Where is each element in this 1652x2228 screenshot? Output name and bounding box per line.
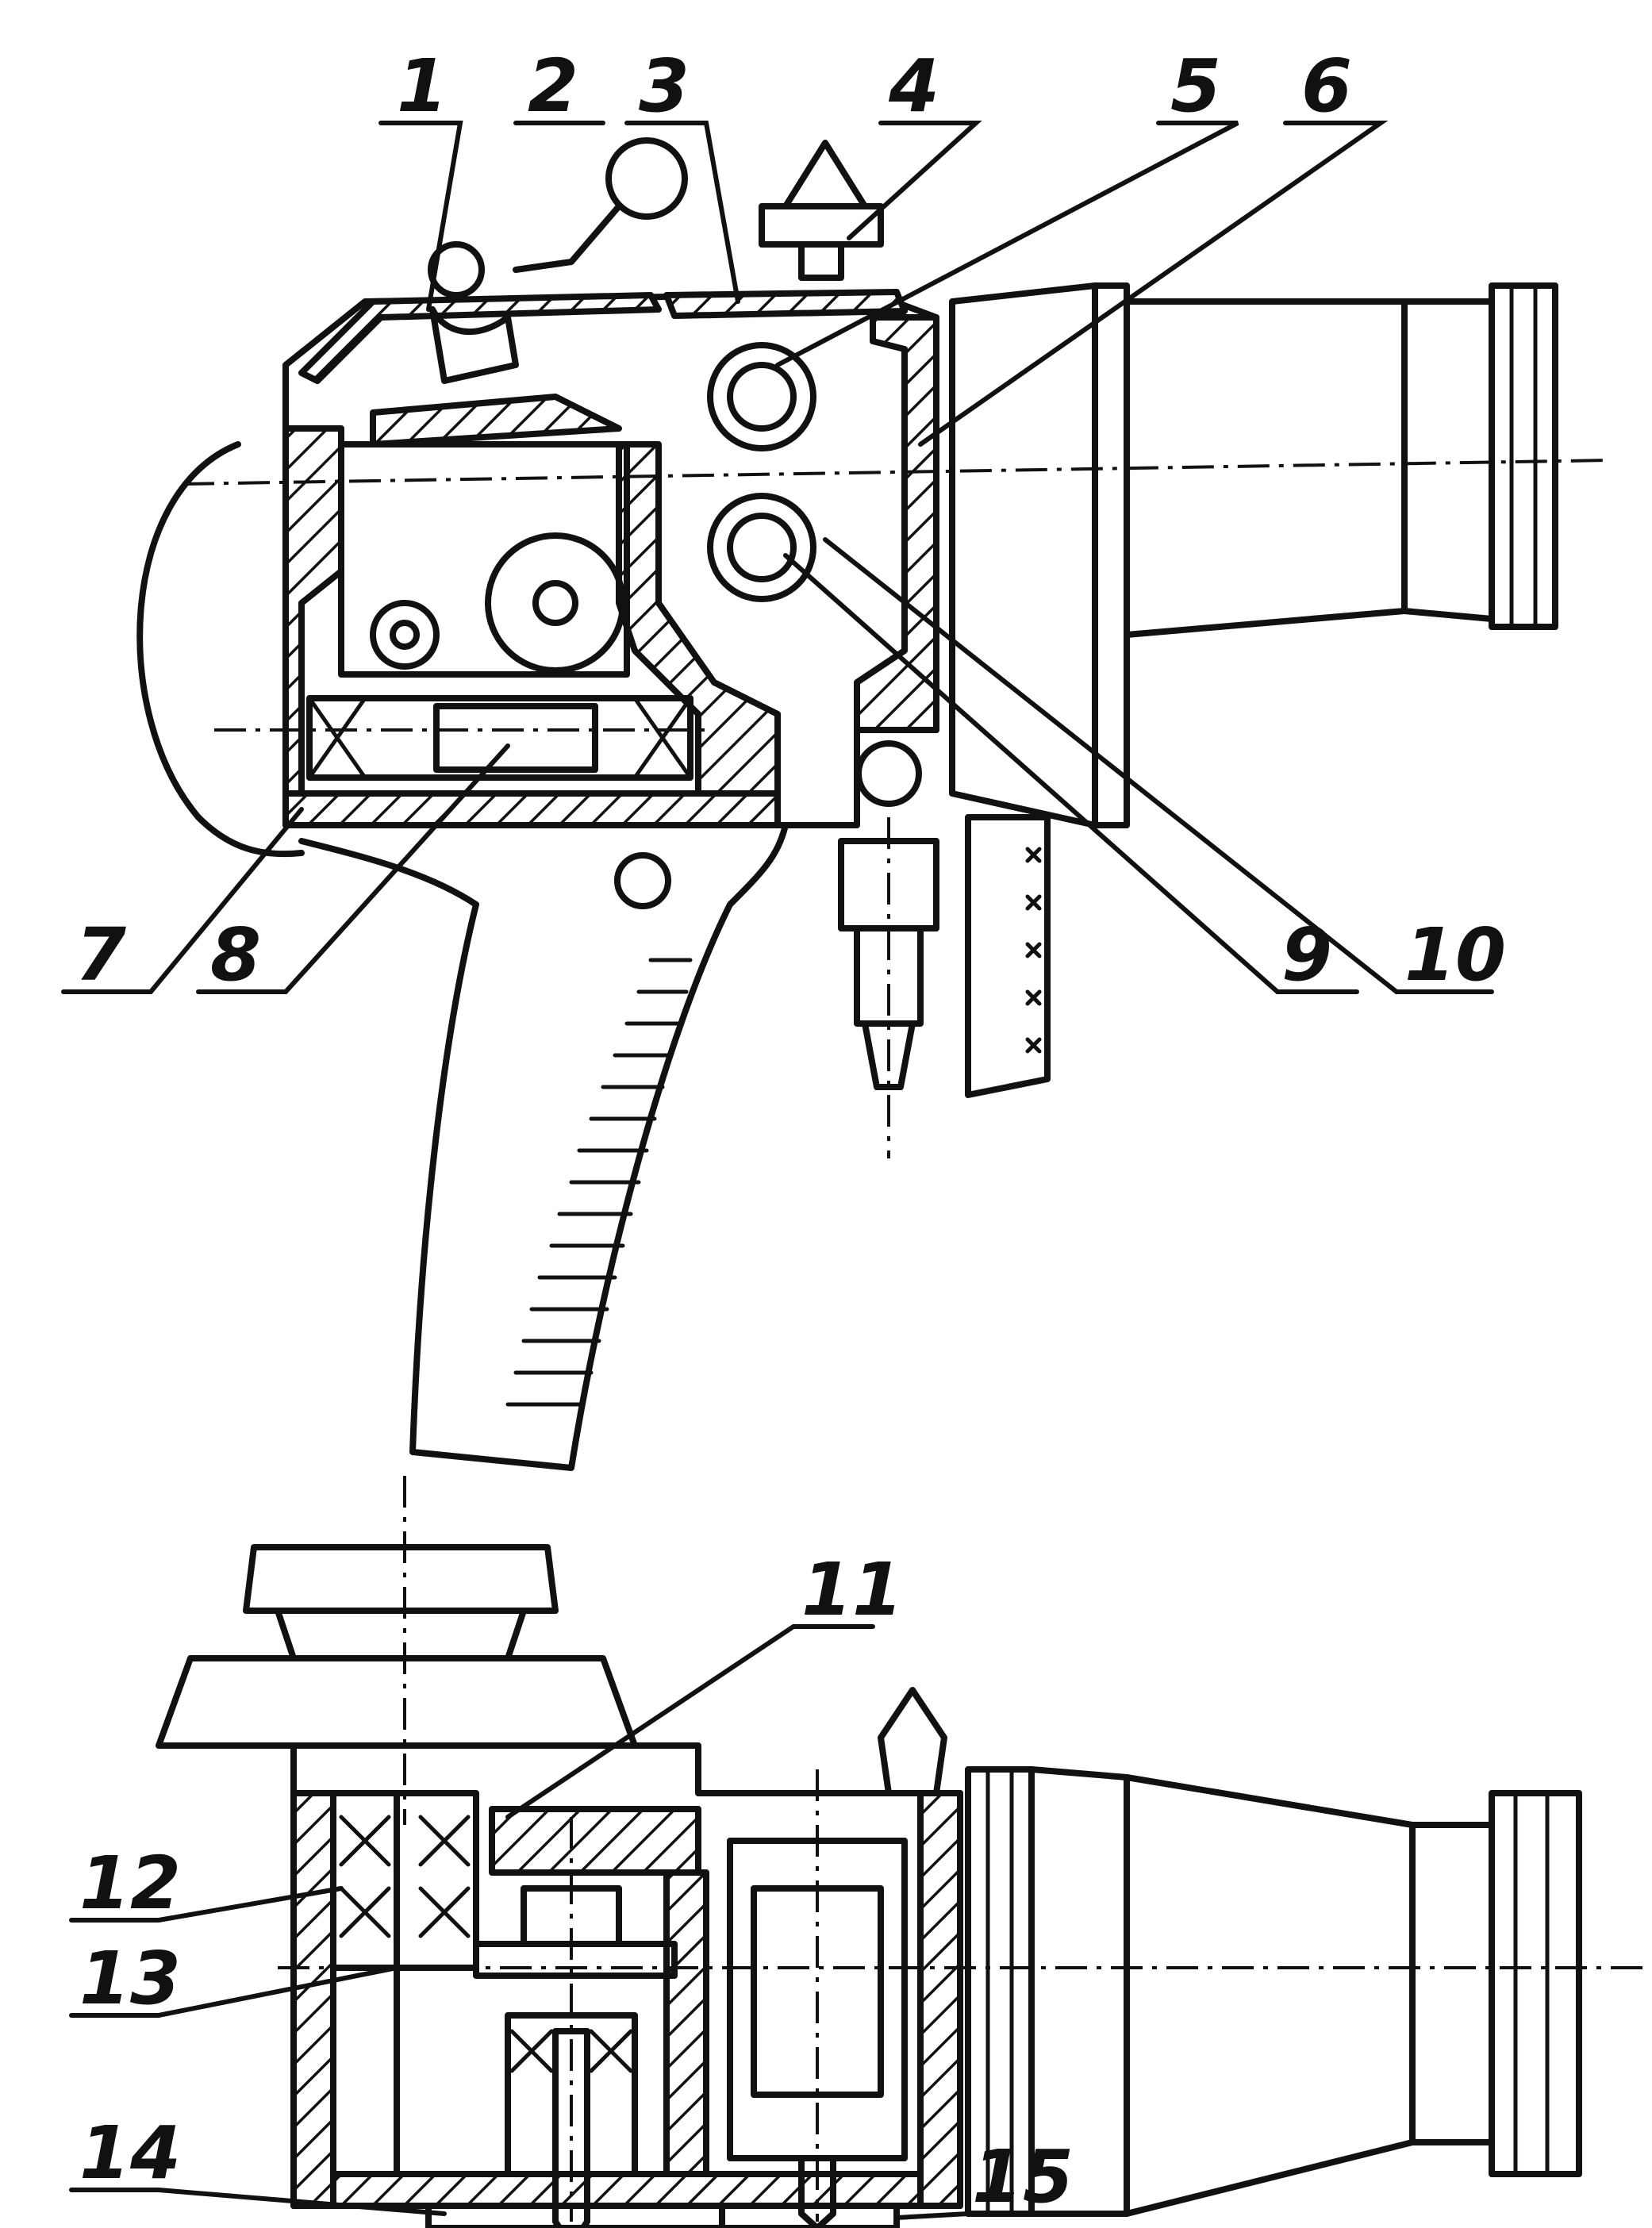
lower-feed-roller-inner: [727, 513, 797, 582]
lower-feed-roller: [707, 493, 816, 602]
leader-8: [196, 743, 510, 994]
hose-barb: [862, 1020, 916, 1090]
callout-13: 13: [79, 1936, 181, 2021]
callout-8: 8: [210, 912, 261, 997]
handle-base: [156, 1655, 638, 1749]
upper-shelf: [370, 394, 622, 448]
leader-11: [505, 1624, 875, 1819]
upper-housing-outline: [282, 290, 939, 828]
lower-bearing-block: [505, 2012, 638, 2177]
leader-6: [918, 121, 1389, 447]
leader-1: [378, 121, 463, 312]
nozzle-flange: [949, 282, 1098, 828]
lower-nozzle-taper: [1409, 1822, 1495, 2145]
callout-2: 2: [528, 44, 578, 129]
lower-nozzle-tip-rings: [1513, 1791, 1550, 2176]
upper-view: [136, 137, 1612, 1471]
upper-centerline: [182, 459, 1612, 486]
lever-ball: [605, 137, 688, 220]
nozzle-flange-ring: [1092, 282, 1130, 828]
grip-pin: [614, 852, 671, 909]
motor-shaft-housing: [306, 695, 693, 781]
spindle-bearing-marks: [339, 1815, 471, 1938]
lower-left-wall: [290, 1790, 336, 2209]
drive-pin: [552, 2028, 590, 2228]
leader-15: [894, 2211, 1050, 2220]
callout-12: 12: [79, 1841, 181, 1926]
cable-cross-marks: [1025, 847, 1042, 1054]
callout-5: 5: [1170, 44, 1221, 129]
leader-3: [624, 121, 740, 304]
motor-shaft: [433, 703, 598, 773]
callout-14: 14: [79, 2111, 181, 2195]
callout-labels: 1 2 3 4 5 6 7 8 9 10 11 12 13 14 15: [75, 44, 1506, 2219]
handle-neck: [275, 1608, 527, 1661]
rear-cover-arc: [136, 441, 305, 858]
wire-guide-loop: [782, 140, 868, 209]
base-plate-left: [425, 2203, 725, 2228]
callout-9: 9: [1281, 912, 1332, 997]
callout-6: 6: [1301, 44, 1352, 129]
top-cover-plate: [663, 289, 908, 319]
lever-pivot: [428, 241, 485, 298]
leader-10: [823, 537, 1494, 994]
gear-chamber: [338, 441, 630, 678]
knurled-knob: [759, 203, 884, 248]
callout-4: 4: [888, 44, 939, 129]
callout-10: 10: [1404, 912, 1506, 997]
lever-arm: [513, 203, 622, 273]
leader-13: [69, 1965, 399, 2018]
callout-1: 1: [397, 44, 448, 129]
callout-3: 3: [639, 44, 690, 129]
nozzle-taper: [1401, 298, 1495, 622]
grip-serrations: [505, 958, 693, 1407]
fitting-nut: [855, 740, 922, 807]
knob-stem: [798, 241, 844, 281]
small-gear-hub: [390, 620, 420, 650]
lower-nozzle-tip: [1489, 1790, 1582, 2177]
small-gear: [370, 600, 440, 670]
top-lid: [298, 292, 662, 384]
leader-lines: [61, 121, 1494, 2220]
lower-bottom-wall: [330, 2171, 924, 2209]
front-wall: [854, 314, 939, 733]
middle-gear: [473, 1941, 678, 1979]
leader-7: [61, 807, 304, 994]
upper-feed-roller: [707, 342, 816, 451]
handle-cap: [243, 1544, 559, 1614]
leader-4: [847, 121, 982, 240]
bottom-wall: [282, 790, 781, 828]
lower-knob: [878, 1687, 947, 1796]
callout-7: 7: [75, 912, 126, 997]
cable-sheath: [965, 814, 1051, 1098]
leader-5: [775, 121, 1239, 367]
main-gear-hub: [532, 580, 578, 626]
callout-11: 11: [801, 1547, 903, 1632]
pistol-grip: [298, 822, 789, 1471]
leader-9: [783, 553, 1359, 994]
nozzle-tip-rings: [1509, 283, 1538, 629]
main-gear: [485, 532, 626, 674]
lever-cam: [429, 306, 519, 384]
lower-nozzle-body: [1124, 1774, 1416, 2217]
lower-mid-wall: [663, 1869, 709, 2209]
lower-bearing-marks: [509, 2029, 633, 2073]
upper-feed-roller-inner: [727, 362, 797, 432]
leader-12: [69, 1886, 344, 1923]
lower-right-wall: [917, 1790, 963, 2209]
bearing-marks: [307, 696, 693, 780]
lower-nozzle-rings: [985, 1767, 1014, 2216]
leader-14: [69, 2188, 447, 2216]
callout-15: 15: [972, 2134, 1074, 2219]
nozzle-tip: [1489, 282, 1558, 630]
lower-top-wall: [489, 1806, 701, 1876]
